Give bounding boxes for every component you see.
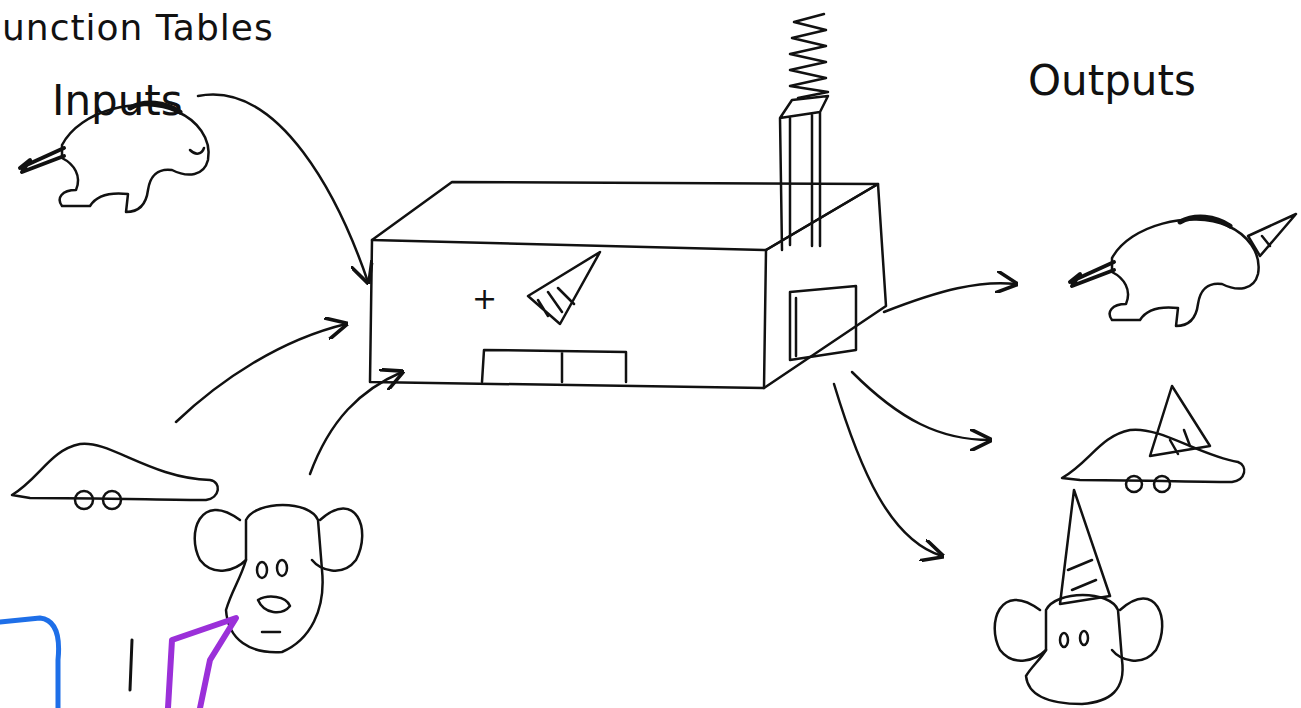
machine-box — [370, 14, 886, 388]
blue-mark — [0, 618, 59, 708]
inputs-label: Inputs — [52, 78, 183, 124]
page-title: unction Tables — [2, 8, 274, 48]
outputs-label: Outputs — [1028, 58, 1196, 104]
purple-cone — [168, 618, 236, 708]
plus-sign: + — [472, 282, 497, 315]
car-input — [12, 444, 218, 509]
dog-output — [995, 490, 1162, 704]
creature-output — [1070, 214, 1296, 326]
car-output — [1062, 386, 1244, 492]
dog-input — [195, 505, 362, 652]
